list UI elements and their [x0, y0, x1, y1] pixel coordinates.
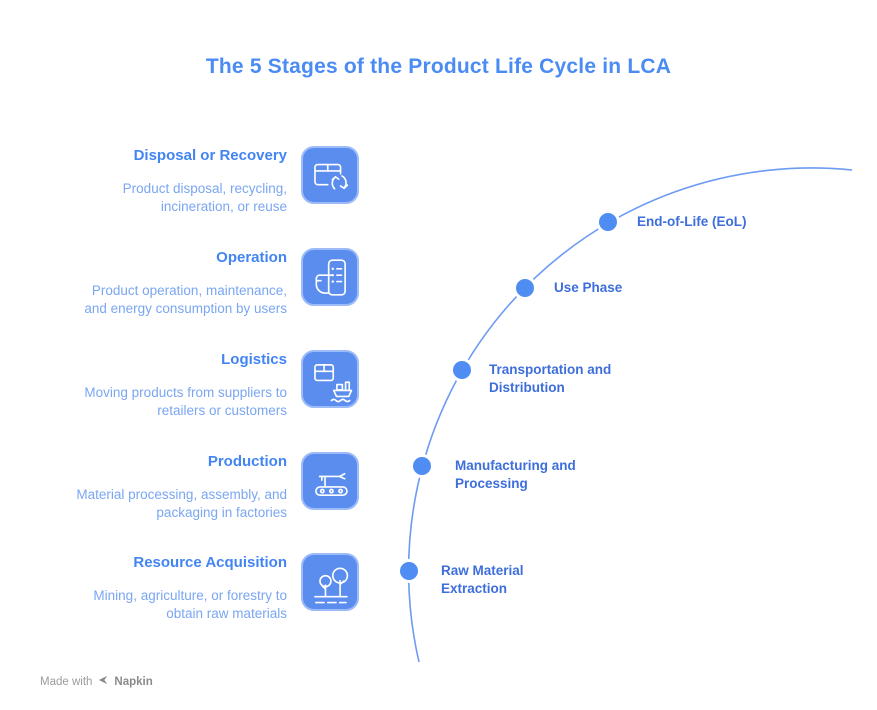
description-line: Moving products from suppliers to — [84, 385, 287, 400]
stage-description: Mining, agriculture, or forestry to obta… — [40, 587, 287, 622]
stage-heading: Operation — [216, 249, 287, 266]
curve-label-line: End-of-Life (EoL) — [637, 214, 747, 229]
curve-label-line: Processing — [455, 476, 528, 491]
conveyor-robot-icon — [301, 452, 359, 510]
stage-heading: Disposal or Recovery — [133, 147, 287, 164]
stage-operation: Operation Product operation, maintenance… — [40, 248, 360, 316]
stage-logistics: Logistics Moving products from suppliers… — [40, 350, 360, 418]
stage-heading: Production — [207, 453, 287, 470]
curve-label-raw-material: Raw Material Extraction — [441, 562, 524, 598]
stage-production: Production Material processing, assembly… — [40, 452, 360, 520]
lifecycle-arc — [407, 167, 853, 663]
node-end-of-life — [596, 210, 620, 234]
description-line: Mining, agriculture, or forestry to — [93, 588, 287, 603]
description-line: and energy consumption by users — [84, 300, 287, 316]
stage-description: Product disposal, recycling, incineratio… — [40, 180, 287, 215]
curve-label-manufacturing: Manufacturing and Processing — [455, 457, 576, 493]
page-title: The 5 Stages of the Product Life Cycle i… — [205, 55, 672, 78]
trees-icon — [301, 553, 359, 611]
stage-text: Disposal or Recovery Product disposal, r… — [40, 147, 287, 215]
stage-description: Product operation, maintenance, and ener… — [40, 282, 287, 317]
napkin-logo-icon — [97, 674, 109, 689]
made-with-napkin: Made with Napkin — [40, 674, 153, 689]
description-line: Product disposal, recycling, — [122, 181, 287, 196]
curve-label-line: Transportation and — [489, 362, 612, 377]
description-line: incineration, or reuse — [160, 198, 287, 214]
node-raw-material-extraction — [397, 559, 421, 583]
napkin-brand-label: Napkin — [114, 675, 153, 688]
curve-label-line: Raw Material — [441, 563, 524, 578]
node-use-phase — [513, 276, 537, 300]
stage-heading: Resource Acquisition — [133, 554, 287, 571]
curve-label-use-phase: Use Phase — [554, 279, 622, 297]
curve-label-line: Distribution — [489, 380, 565, 395]
stage-disposal-or-recovery: Disposal or Recovery Product disposal, r… — [40, 146, 360, 214]
node-transportation-distribution — [450, 358, 474, 382]
stage-text: Resource Acquisition Mining, agriculture… — [40, 554, 287, 622]
stage-text: Operation Product operation, maintenance… — [40, 249, 287, 317]
curve-label-line: Use Phase — [554, 280, 623, 295]
curve-label-line: Manufacturing and — [455, 458, 576, 473]
node-manufacturing-processing — [410, 454, 434, 478]
stage-description: Moving products from suppliers to retail… — [40, 384, 287, 419]
description-line: obtain raw materials — [166, 605, 287, 621]
description-line: Product operation, maintenance, — [91, 283, 287, 298]
stage-description: Material processing, assembly, and packa… — [40, 486, 287, 521]
stage-heading: Logistics — [221, 351, 287, 368]
stage-text: Logistics Moving products from suppliers… — [40, 351, 287, 419]
description-line: packaging in factories — [156, 504, 287, 520]
stage-text: Production Material processing, assembly… — [40, 453, 287, 521]
made-with-label: Made with — [40, 675, 93, 688]
curve-label-line: Extraction — [441, 581, 508, 596]
stage-resource-acquisition: Resource Acquisition Mining, agriculture… — [40, 553, 360, 621]
hand-device-icon — [301, 248, 359, 306]
package-ship-icon — [301, 350, 359, 408]
package-recycle-icon — [301, 146, 359, 204]
curve-label-transportation: Transportation and Distribution — [489, 361, 611, 397]
description-line: retailers or customers — [157, 402, 287, 418]
curve-label-end-of-life: End-of-Life (EoL) — [637, 213, 746, 231]
description-line: Material processing, assembly, and — [76, 487, 287, 502]
